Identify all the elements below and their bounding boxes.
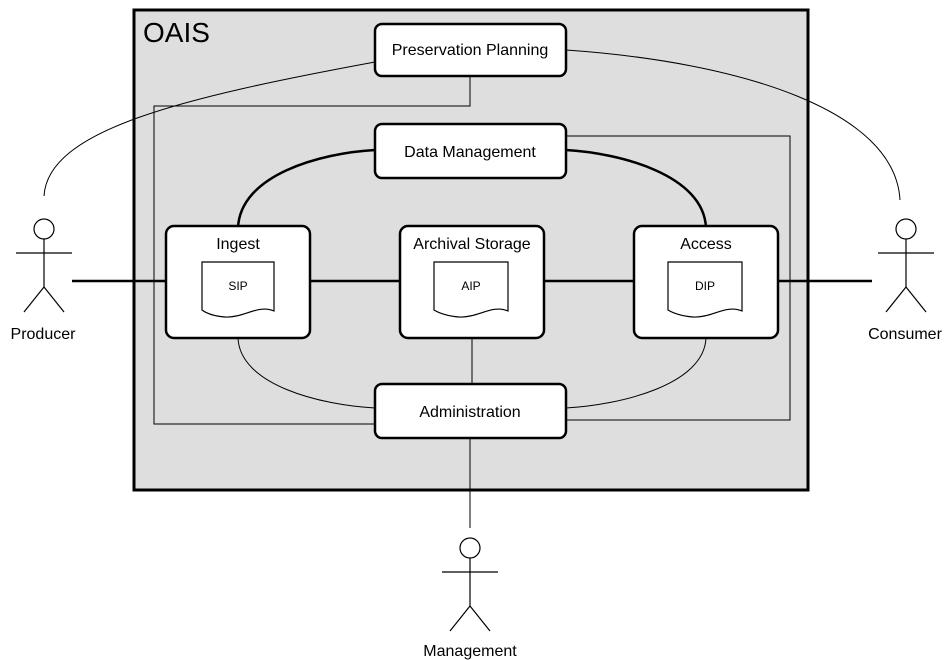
producer-planning-link (43, 61, 376, 197)
administration-box[interactable]: Administration (373, 382, 568, 440)
producer-label: Producer (11, 326, 77, 343)
oais-title: OAIS (143, 17, 210, 48)
ingest-label: Ingest (216, 236, 260, 253)
aip-label: AIP (461, 279, 480, 293)
planning-admin-link (153, 76, 471, 425)
sip-label: SIP (228, 279, 247, 293)
access-admin-link (565, 337, 707, 409)
archival-storage-box[interactable]: Archival Storage AIP (398, 224, 546, 340)
aip-document-icon: AIP (433, 261, 509, 318)
ingest-admin-link (237, 337, 376, 409)
dip-label: DIP (695, 279, 715, 293)
preservation-planning-box[interactable]: Preservation Planning (373, 22, 568, 78)
preservation-planning-label: Preservation Planning (392, 42, 549, 59)
datamgmt-admin-link (566, 135, 791, 421)
ingest-box[interactable]: Ingest SIP (164, 224, 312, 340)
dip-document-icon: DIP (667, 261, 743, 318)
sip-document-icon: SIP (201, 261, 275, 318)
archival-storage-label: Archival Storage (413, 236, 530, 253)
producer-actor-icon (16, 218, 72, 313)
ingest-datamgmt-link (236, 148, 376, 229)
management-actor-icon (442, 537, 498, 632)
consumer-label: Consumer (868, 326, 942, 343)
consumer-planning-link (565, 49, 901, 201)
consumer-actor-icon (878, 218, 934, 313)
access-datamgmt-link (565, 148, 708, 229)
administration-label: Administration (419, 404, 520, 421)
data-management-box[interactable]: Data Management (373, 122, 568, 180)
data-management-label: Data Management (404, 144, 536, 161)
access-label: Access (680, 236, 732, 253)
management-label: Management (423, 643, 517, 660)
access-box[interactable]: Access DIP (632, 224, 780, 340)
